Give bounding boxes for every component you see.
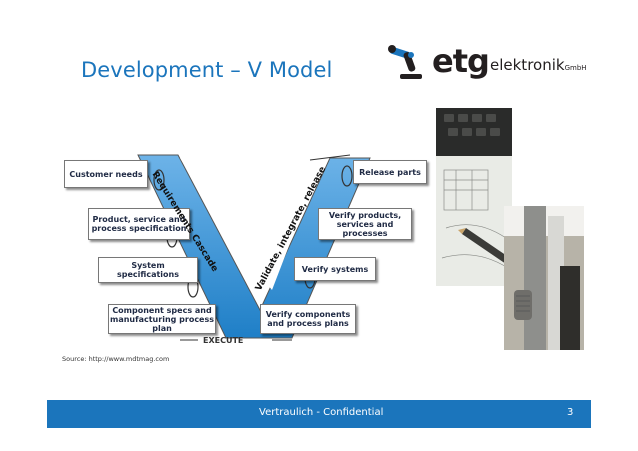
label-execute: EXECUTE xyxy=(203,336,244,345)
box-product-service-spec: Product, service and process specificati… xyxy=(88,208,190,240)
footer-confidential: Vertraulich - Confidential xyxy=(259,407,384,418)
photo-caliper xyxy=(504,206,584,350)
logo-name: elektronikGmbH xyxy=(490,56,587,74)
page-number: 3 xyxy=(567,407,574,418)
company-logo: etg elektronikGmbH xyxy=(384,40,587,90)
box-component-specs: Component specs and manufacturing proces… xyxy=(108,304,216,334)
slide-title: Development – V Model xyxy=(81,58,333,82)
photo-drawing-pencil xyxy=(436,108,512,286)
box-verify-components: Verify components and process plans xyxy=(260,304,356,334)
box-verify-systems: Verify systems xyxy=(294,257,376,281)
v-model-diagram: Customer needs Product, service and proc… xyxy=(60,150,428,350)
box-system-specs: System specifications xyxy=(98,257,198,283)
logo-brand: etg xyxy=(432,42,490,80)
logo-suffix: GmbH xyxy=(564,64,587,72)
box-verify-products: Verify products, services and processes xyxy=(318,208,412,240)
footer-bar: Vertraulich - Confidential 3 xyxy=(47,400,591,428)
robot-arm-icon xyxy=(388,45,422,79)
box-customer-needs: Customer needs xyxy=(64,160,148,188)
source-citation: Source: http://www.mdtmag.com xyxy=(62,355,170,363)
v-shape xyxy=(137,154,371,341)
box-release-parts: Release parts xyxy=(353,160,427,184)
